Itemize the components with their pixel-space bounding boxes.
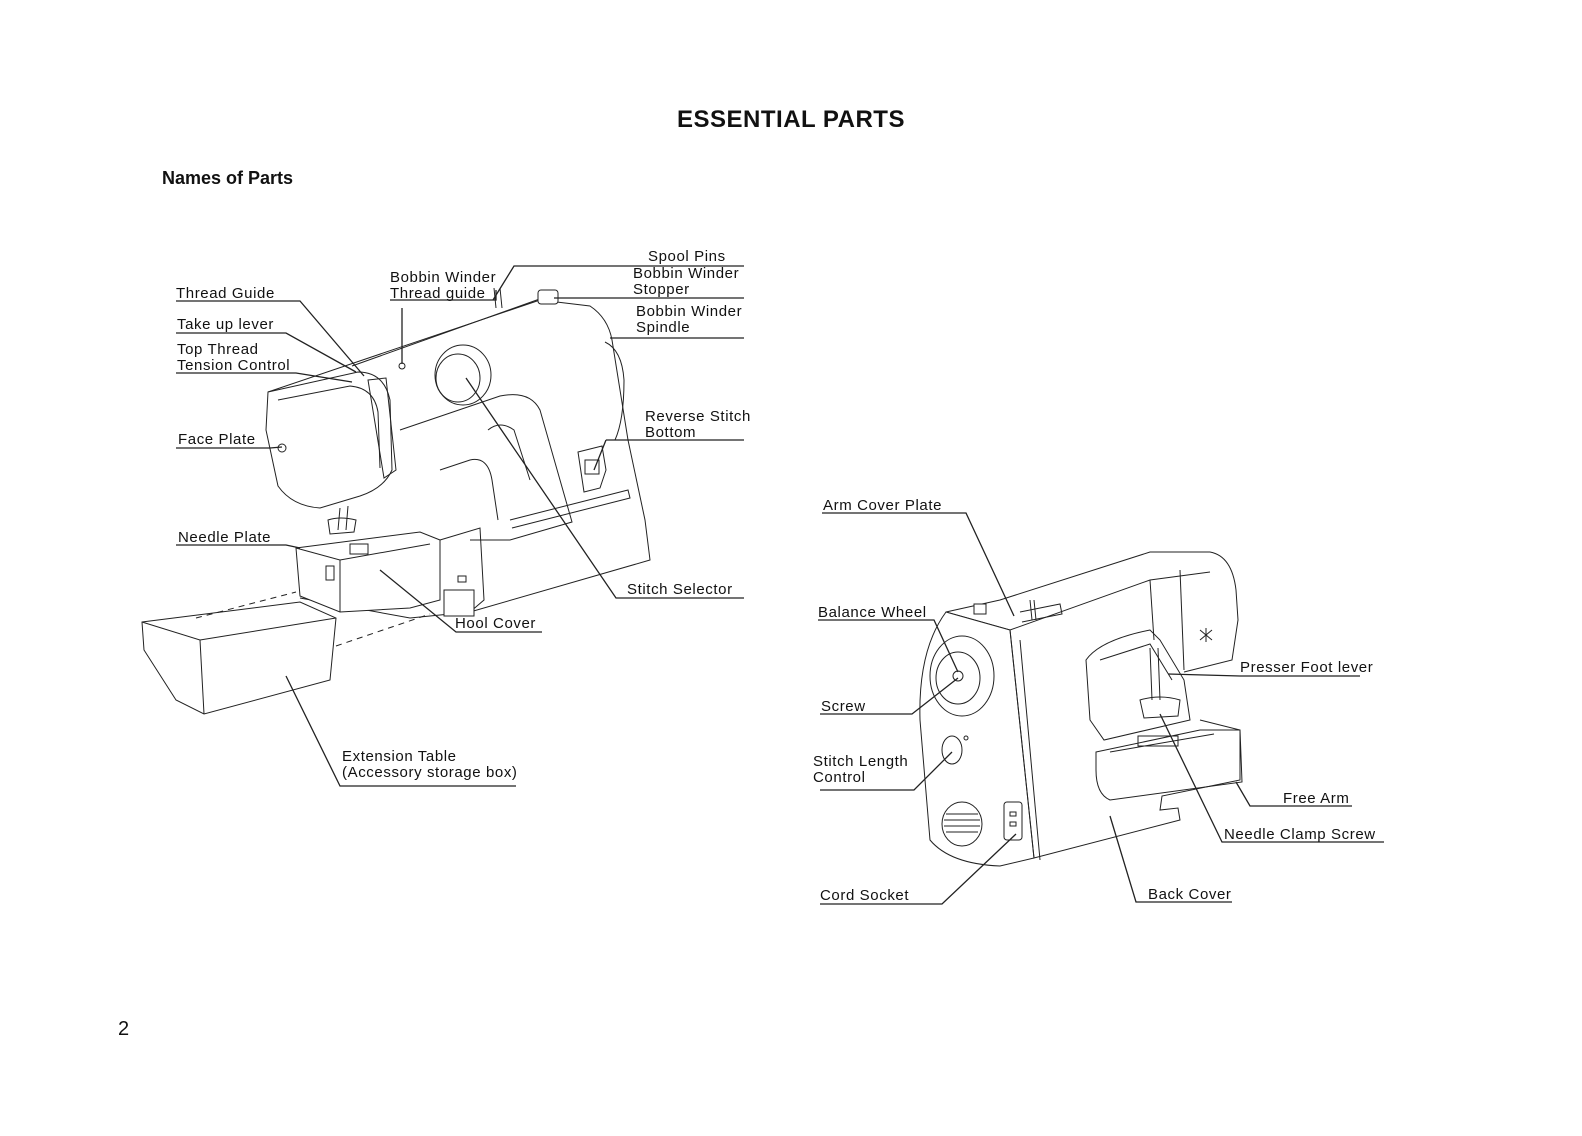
label-needle-clamp-screw: Needle Clamp Screw (1224, 826, 1376, 843)
page-number: 2 (118, 1018, 130, 1040)
label-screw: Screw (821, 698, 866, 715)
section-title: Names of Parts (162, 168, 294, 188)
label-cord-socket: Cord Socket (820, 887, 910, 904)
back-machine-drawing (919, 551, 1243, 867)
label-balance-wheel: Balance Wheel (818, 604, 927, 621)
label-spool-pins: Spool Pins (648, 248, 726, 265)
label-back-cover: Back Cover (1148, 886, 1232, 903)
label-free-arm: Free Arm (1283, 790, 1350, 807)
label-thread-guide: Thread Guide (176, 285, 275, 302)
label-take-up-lever: Take up lever (177, 316, 275, 333)
label-arm-cover-plate: Arm Cover Plate (823, 497, 943, 514)
label-hook-cover: Hool Cover (455, 615, 537, 632)
back-leader-lines (818, 512, 1384, 905)
label-stitch-selector: Stitch Selector (627, 581, 733, 598)
label-extension-table: Extension Table(Accessory storage box) (342, 748, 518, 781)
front-leader-lines (176, 265, 744, 787)
page-title: ESSENTIAL PARTS (677, 106, 905, 133)
label-face-plate: Face Plate (178, 431, 256, 448)
label-needle-plate: Needle Plate (178, 529, 272, 546)
front-machine-drawing (141, 287, 651, 715)
label-presser-foot-lever: Presser Foot lever (1240, 659, 1374, 676)
